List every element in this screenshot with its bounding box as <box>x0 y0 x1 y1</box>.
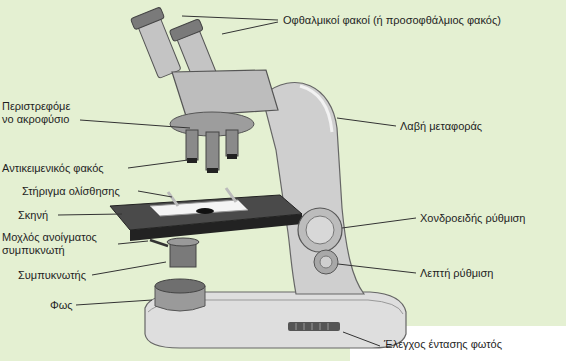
part-label: Χονδροειδής ρύθμιση <box>420 212 525 225</box>
stage-clip <box>168 188 236 206</box>
arm <box>262 83 364 294</box>
stage-side <box>130 214 302 241</box>
fine-knob-face <box>320 256 332 268</box>
part-label: Οφθαλμικοί φακοί (ή προσοφθάλμιος φακός) <box>283 14 501 27</box>
intensity-slot <box>288 322 340 331</box>
part-label: Συμπυκνωτής <box>18 269 86 282</box>
intensity-grip <box>296 323 328 330</box>
part-label: Φως <box>50 299 73 312</box>
part-label: Λαβή μεταφοράς <box>400 120 482 133</box>
eyepiece <box>130 7 181 79</box>
slide <box>150 200 248 216</box>
part-label: Σκηνή <box>18 209 48 222</box>
part-label: Έλεγχος έντασης φωτός <box>384 338 502 351</box>
part-label: Λεπτή ρύθμιση <box>420 267 493 280</box>
coarse-knob <box>298 208 342 252</box>
arm-highlight <box>300 86 332 132</box>
leader-lines <box>58 16 416 346</box>
condenser-lever <box>150 240 168 246</box>
part-label: Αντικειμενικός φακός <box>2 162 104 175</box>
head <box>172 70 278 116</box>
objective-lens <box>186 130 238 173</box>
coarse-knob-face <box>306 216 334 244</box>
stage-aperture <box>196 208 214 214</box>
part-label: Περιστρεφόμε νο ακροφύσιο <box>2 100 84 126</box>
light-lens <box>155 279 205 293</box>
part-label: Στήριγμα ολίσθησης <box>22 185 120 198</box>
condenser-ring <box>167 238 199 246</box>
part-label: Μοχλός ανοίγματος συμπυκνωτή <box>2 231 116 257</box>
fine-knob <box>314 250 338 274</box>
